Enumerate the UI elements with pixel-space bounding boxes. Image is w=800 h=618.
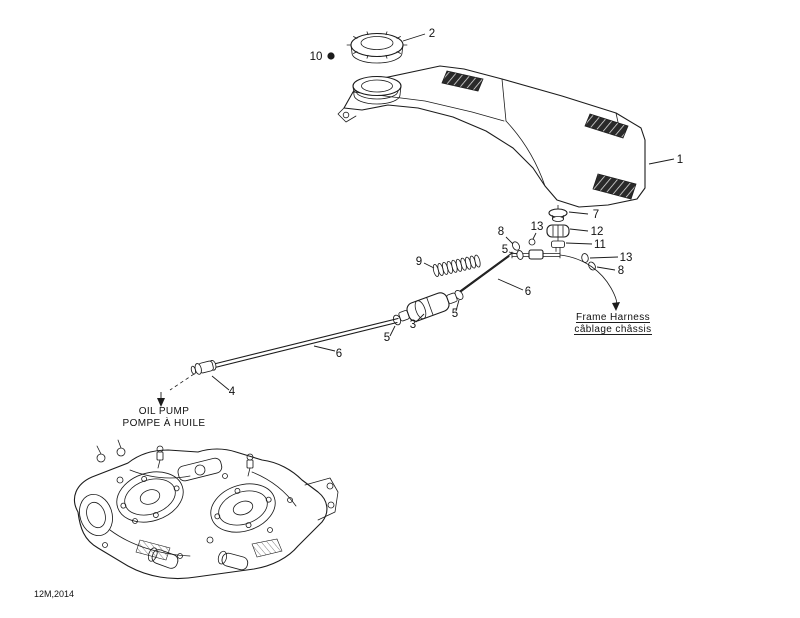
- callout-4: 4: [229, 386, 236, 398]
- callout-11: 11: [594, 239, 606, 251]
- label-oil-pump-fr: POMPE À HUILE: [123, 416, 206, 429]
- callout-12: 12: [591, 226, 604, 238]
- oil-tank: [337, 65, 646, 208]
- oil-pump-arrow: [157, 392, 165, 407]
- check-valve-3: [398, 292, 458, 322]
- callout-5c: 5: [384, 332, 390, 344]
- exhaust-stub-2: [217, 550, 249, 571]
- tank-recess: [592, 173, 637, 200]
- magneto-housing: [79, 493, 113, 537]
- intake-manifold: [177, 457, 223, 482]
- callout-6b: 6: [336, 348, 342, 360]
- clip-13-right: [581, 253, 589, 263]
- spark-plug-2: [246, 453, 254, 477]
- callout-13a: 13: [531, 221, 544, 233]
- elbow-11: [551, 240, 565, 252]
- hose-upper: [452, 252, 513, 299]
- callout-5a: 5: [502, 244, 508, 256]
- vent-grille-2: [584, 113, 629, 139]
- callout-2: 2: [429, 28, 435, 40]
- label-oil-pump-en: OIL PUMP: [139, 406, 190, 417]
- callout-8a: 8: [498, 226, 504, 238]
- cylinder-head-2: [210, 483, 276, 533]
- grommet-10: [327, 52, 335, 60]
- callout-3: 3: [410, 319, 416, 331]
- label-frame-harness-en: Frame Harness: [576, 312, 650, 323]
- callout-5b: 5: [452, 308, 458, 320]
- callout-6a: 6: [525, 286, 531, 298]
- vent-grille-1: [441, 70, 484, 92]
- callout-8b: 8: [618, 265, 624, 277]
- callout-9: 9: [416, 256, 422, 268]
- tank-flange: [337, 107, 357, 123]
- hose-fitting-4: [190, 359, 217, 375]
- clip-13-left: [528, 238, 536, 246]
- leader-lines: [211, 33, 675, 391]
- label-frame-harness-fr: câblage châssis: [574, 324, 651, 335]
- cap-scallops: [346, 31, 408, 59]
- engine-hatch-2: [251, 538, 283, 558]
- engine-illustration: [74, 439, 339, 580]
- spark-plug-1: [156, 445, 164, 469]
- callout-13b: 13: [620, 252, 633, 264]
- oil-inlet-fittings: [96, 439, 126, 463]
- callout-10: 10: [310, 51, 323, 63]
- filter-12: [546, 224, 570, 238]
- engine-details: [102, 469, 297, 559]
- filler-cap: [346, 31, 408, 64]
- clamp-5-tee: [516, 250, 524, 260]
- pump-leader-dashed: [169, 373, 195, 391]
- hose-lower: [210, 317, 399, 370]
- filler-neck: [352, 75, 402, 105]
- clamp-8-left: [512, 241, 520, 251]
- part-code: 12M,2014: [34, 589, 74, 599]
- seal-7: [548, 208, 568, 222]
- cylinder-head-1: [116, 471, 184, 523]
- callout-1: 1: [677, 154, 683, 166]
- engine-bracket: [304, 477, 339, 521]
- harness-wire: [559, 254, 620, 311]
- spring-9: [432, 254, 481, 277]
- callout-7: 7: [593, 209, 599, 221]
